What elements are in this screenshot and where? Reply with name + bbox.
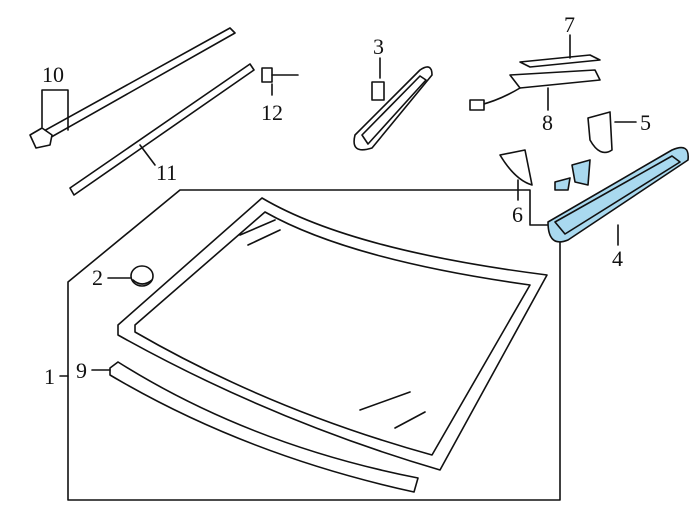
callout-8: 8: [542, 110, 553, 135]
leader-lines: [41, 34, 637, 377]
side-molding[interactable]: [69, 63, 255, 196]
sensor-harness[interactable]: [469, 69, 601, 111]
callout-12: 12: [261, 100, 283, 125]
roof-molding[interactable]: [41, 27, 236, 141]
lower-seal[interactable]: [109, 361, 419, 493]
rivet[interactable]: [261, 67, 299, 83]
callout-3: 3: [373, 34, 384, 59]
mirror-cover-5[interactable]: [587, 111, 613, 154]
windshield[interactable]: [117, 197, 548, 471]
callout-9: 9: [76, 358, 87, 383]
rearview-mirror-highlighted[interactable]: [547, 146, 689, 243]
callout-7: 7: [564, 12, 575, 37]
callout-5: 5: [640, 110, 651, 135]
group-outline: [67, 189, 561, 501]
rearview-mirror[interactable]: [353, 66, 433, 151]
molding-clip[interactable]: [29, 127, 53, 149]
callout-1: 1: [44, 364, 55, 389]
callout-11: 11: [156, 160, 177, 185]
callout-10: 10: [42, 62, 64, 87]
clip[interactable]: [130, 265, 154, 287]
callout-2: 2: [92, 265, 103, 290]
callout-6: 6: [512, 202, 523, 227]
bracket[interactable]: [519, 54, 601, 68]
mirror-cover-6[interactable]: [499, 149, 533, 186]
callout-4: 4: [612, 246, 623, 271]
